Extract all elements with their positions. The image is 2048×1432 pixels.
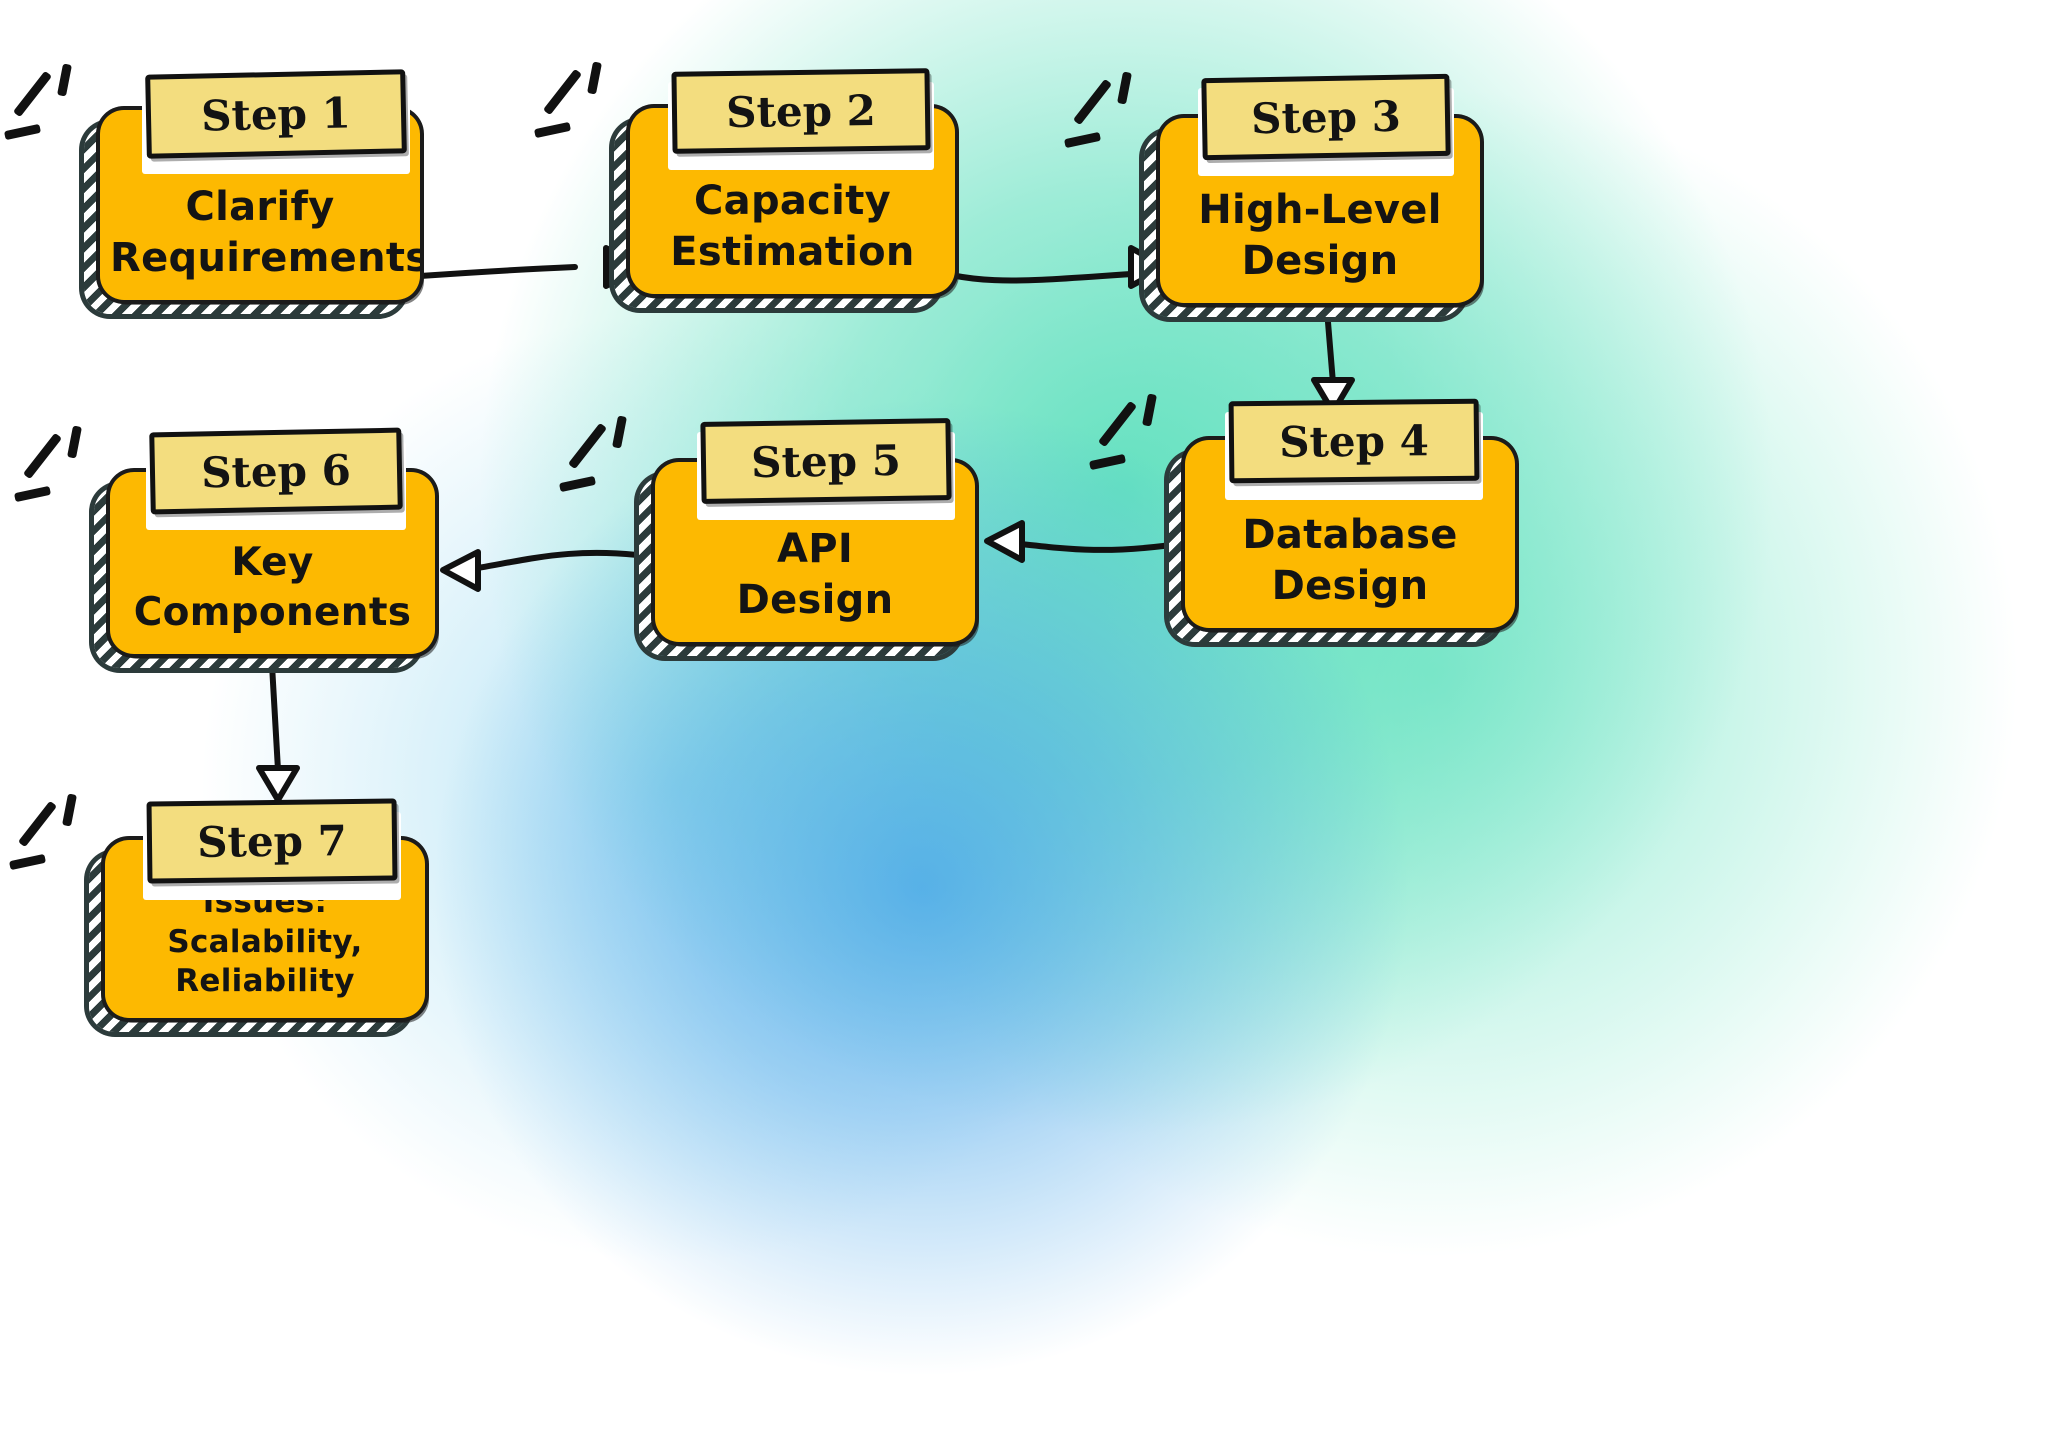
node-step7[interactable]: Address Key Issues:Scalability, Reliabil… [8, 793, 425, 1032]
arrow-step6-to-step7 [269, 662, 281, 773]
node-tab-label[interactable]: Step 4 [1228, 398, 1480, 484]
arrowhead-step3-to-step4 [1311, 377, 1355, 415]
node-tab-text: Step 5 [750, 435, 902, 487]
node-tab-text: Step 7 [196, 815, 348, 867]
arrow-step3-to-step4 [1324, 307, 1336, 386]
node-tab-label[interactable]: Step 6 [149, 427, 403, 515]
sparkle-icon [533, 60, 632, 150]
node-body-line: High-Level [1198, 186, 1442, 233]
node-body-line: Capacity [694, 177, 891, 224]
arrow-step5-to-step6 [462, 549, 656, 573]
node-body-line: Key Components [133, 540, 412, 636]
node-body-line: Design [1241, 237, 1399, 284]
arrowhead-step4-to-step5 [984, 520, 1025, 563]
node-body-line: Database [1242, 511, 1458, 558]
node-tab-label[interactable]: Step 2 [671, 68, 931, 154]
node-tab-text: Step 1 [200, 87, 352, 141]
sparkle-icon [8, 792, 107, 882]
node-tab-label[interactable]: Step 3 [1201, 73, 1451, 161]
node-tab-text: Step 2 [725, 85, 877, 137]
sparkle-icon [13, 424, 112, 514]
node-tab-label[interactable]: Step 1 [145, 69, 407, 159]
node-body-line: API [776, 525, 854, 572]
arrowhead-step5-to-step6 [440, 549, 481, 592]
sparkle-icon [3, 62, 102, 152]
node-tab-text: Step 3 [1250, 91, 1402, 143]
node-body-line: Design [1271, 562, 1429, 609]
node-body-line: Clarify [185, 183, 335, 230]
node-body-line: Design [736, 576, 894, 623]
node-tab-text: Step 6 [200, 445, 352, 497]
arrowhead-step6-to-step7 [256, 765, 300, 803]
node-body-line: Estimation [670, 228, 915, 275]
node-tab-text: Step 4 [1278, 415, 1430, 467]
node-body-line: Requirements [110, 234, 420, 281]
node-body-line: Scalability, Reliability [167, 923, 363, 1000]
node-tab-label[interactable]: Step 5 [700, 418, 952, 504]
sparkle-icon [1063, 70, 1162, 160]
sparkle-icon [1088, 392, 1187, 482]
node-tab-label[interactable]: Step 7 [146, 798, 398, 884]
sparkle-icon [558, 414, 657, 504]
